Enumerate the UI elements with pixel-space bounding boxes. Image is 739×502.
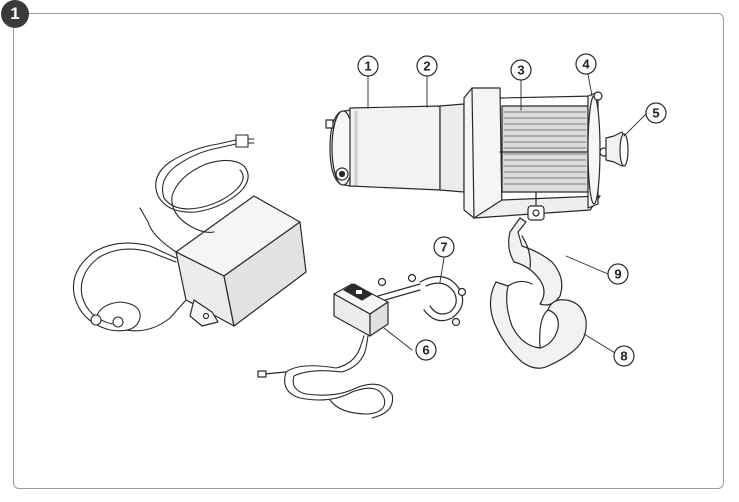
ring-terminal-1 bbox=[90, 314, 102, 326]
hook-body bbox=[508, 217, 563, 306]
ring-terminal-2 bbox=[112, 316, 124, 328]
bracket-side bbox=[471, 87, 475, 219]
callout-6: 6 bbox=[415, 339, 437, 361]
hook-strap bbox=[489, 280, 587, 369]
power-pack-side bbox=[223, 221, 307, 327]
hook-clevis-pin bbox=[532, 209, 540, 217]
bracket-screw-4 bbox=[451, 317, 461, 327]
cable-drum bbox=[501, 105, 589, 193]
bracket-screw-3 bbox=[457, 287, 467, 297]
tie-rod-top bbox=[499, 95, 597, 99]
callout-6-label: 6 bbox=[422, 343, 429, 358]
rod-nut-top bbox=[593, 91, 603, 101]
winch-assembly bbox=[325, 87, 629, 219]
callout-9-label: 9 bbox=[614, 267, 621, 282]
switch-side bbox=[369, 301, 389, 337]
power-pack bbox=[175, 195, 307, 327]
top-cable-plug bbox=[235, 134, 249, 148]
power-pack-mount bbox=[189, 299, 219, 327]
hook-assembly bbox=[508, 205, 563, 306]
switch-cable bbox=[284, 335, 386, 415]
top-cable bbox=[155, 139, 249, 233]
switch-cable-plug bbox=[257, 370, 267, 378]
figure-frame bbox=[13, 13, 724, 489]
callout-2-label: 2 bbox=[423, 59, 430, 74]
callout-2: 2 bbox=[416, 55, 438, 77]
rocker-highlight bbox=[356, 290, 362, 294]
strap-top bbox=[507, 280, 533, 287]
flange-face bbox=[587, 95, 601, 205]
callout-8-label: 8 bbox=[620, 349, 627, 364]
strap-fold bbox=[539, 309, 549, 349]
callout-7: 7 bbox=[433, 236, 455, 258]
hook-latch bbox=[521, 235, 531, 269]
figure-number-badge: 1 bbox=[1, 0, 29, 28]
motor-terminal-inner bbox=[338, 170, 346, 178]
motor-bolt bbox=[325, 119, 334, 129]
callout-1: 1 bbox=[357, 55, 379, 77]
callout-3-label: 3 bbox=[517, 63, 524, 78]
bracket-screw-2 bbox=[407, 273, 417, 283]
callout-4: 4 bbox=[575, 53, 597, 75]
mount-screw bbox=[202, 312, 210, 320]
callout-5: 5 bbox=[645, 102, 667, 124]
callout-4-label: 4 bbox=[582, 57, 590, 72]
callout-8: 8 bbox=[613, 345, 635, 367]
callout-3: 3 bbox=[510, 59, 532, 81]
clutch-knob-face bbox=[619, 133, 629, 167]
bracket-screw-1 bbox=[377, 277, 387, 287]
strap-body bbox=[489, 281, 587, 369]
power-pack-cables bbox=[72, 134, 255, 332]
motor-body bbox=[349, 105, 441, 191]
left-cable bbox=[72, 242, 177, 332]
winch-end-bracket bbox=[463, 87, 503, 219]
remote-switch bbox=[257, 283, 394, 419]
callout-1-label: 1 bbox=[364, 59, 371, 74]
leader-lines bbox=[367, 73, 647, 357]
handlebar-bracket bbox=[377, 273, 467, 327]
callout-5-label: 5 bbox=[652, 106, 659, 121]
gear-housing-section bbox=[439, 103, 465, 193]
callout-7-label: 7 bbox=[440, 240, 447, 255]
callout-9: 9 bbox=[607, 263, 629, 285]
wound-cable bbox=[503, 111, 587, 185]
